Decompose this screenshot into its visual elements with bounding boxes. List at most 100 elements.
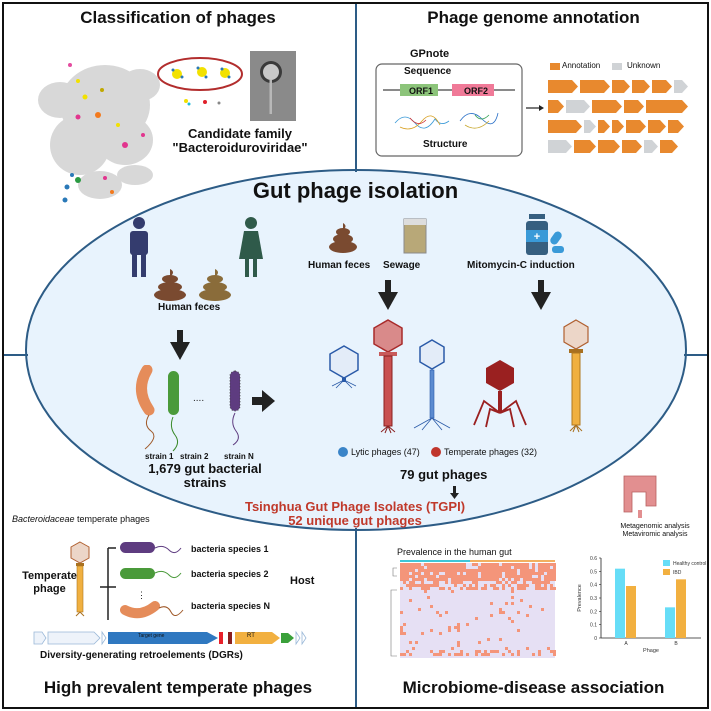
heatmap-cell bbox=[454, 653, 457, 656]
heatmap-cell bbox=[409, 566, 412, 569]
heatmap-cell bbox=[526, 572, 529, 575]
heatmap-cell bbox=[505, 563, 508, 566]
heatmap-cell bbox=[550, 569, 553, 572]
heatmap-cell bbox=[484, 584, 487, 587]
heatmap-cell bbox=[514, 563, 517, 566]
bacteroidaceae-subtitle: Bacteroidaceae temperate phages bbox=[12, 514, 150, 524]
legend-unknown-swatch bbox=[612, 63, 622, 70]
metaviromic-analysis-label: Metaviromic analysis bbox=[622, 531, 688, 538]
legend-unknown-label: Unknown bbox=[627, 61, 661, 70]
sewage-beaker-icon bbox=[403, 218, 427, 254]
sources-icons bbox=[329, 218, 427, 254]
donors-and-feces-icons bbox=[130, 217, 263, 301]
mitomycin-drug-icon: + bbox=[526, 214, 564, 255]
feces-icon-brown bbox=[154, 269, 186, 301]
title-classification: Classification of phages bbox=[80, 8, 276, 27]
bacterium-strain-n bbox=[229, 370, 241, 446]
heatmap-cell bbox=[487, 563, 490, 566]
feces-icon-olive bbox=[199, 269, 231, 301]
heatmap-cell bbox=[472, 578, 475, 581]
heatmap-cell bbox=[502, 578, 505, 581]
heatmap-cell bbox=[421, 578, 424, 581]
heatmap-cell bbox=[544, 575, 547, 578]
heatmap-cell bbox=[430, 629, 433, 632]
heatmap-cell bbox=[460, 563, 463, 566]
heatmap-cell bbox=[499, 575, 502, 578]
heatmap-cell bbox=[529, 569, 532, 572]
heatmap-cell bbox=[502, 584, 505, 587]
svg-text:....: .... bbox=[193, 393, 204, 404]
heatmap-cell bbox=[508, 566, 511, 569]
heatmap-cell bbox=[475, 587, 478, 590]
y-tick-label: 0 bbox=[594, 636, 597, 642]
heatmap-cell bbox=[460, 581, 463, 584]
heatmap-cell bbox=[400, 632, 403, 635]
heatmap-cell bbox=[490, 569, 493, 572]
heatmap-cell bbox=[418, 572, 421, 575]
candidate-line-1: Candidate family bbox=[187, 126, 293, 141]
heatmap-cell bbox=[535, 587, 538, 590]
heatmap-cell bbox=[457, 653, 460, 656]
heatmap-cell bbox=[421, 632, 424, 635]
heatmap-cell bbox=[487, 638, 490, 641]
heatmap-cell bbox=[412, 581, 415, 584]
heatmap-cell bbox=[412, 572, 415, 575]
heatmap-cell bbox=[499, 572, 502, 575]
heatmap-cell bbox=[520, 584, 523, 587]
heatmap-cell bbox=[466, 575, 469, 578]
heatmap-cell bbox=[505, 569, 508, 572]
orf-arrow bbox=[598, 120, 610, 133]
arrow-down-small bbox=[450, 486, 459, 499]
heatmap-cell bbox=[457, 566, 460, 569]
heatmap-cell bbox=[400, 629, 403, 632]
heatmap-cell bbox=[466, 623, 469, 626]
y-tick-label: 0.1 bbox=[590, 623, 597, 629]
heatmap-cell bbox=[511, 563, 514, 566]
heatmap-cell bbox=[505, 647, 508, 650]
legend-swatch bbox=[663, 560, 670, 566]
heatmap-cell bbox=[511, 575, 514, 578]
heatmap-cell bbox=[493, 572, 496, 575]
heatmap-cell bbox=[409, 563, 412, 566]
heatmap-cell bbox=[499, 638, 502, 641]
intestine-icon bbox=[623, 475, 657, 518]
heatmap-cell bbox=[436, 584, 439, 587]
heatmap-cell bbox=[451, 590, 454, 593]
heatmap-cell bbox=[433, 575, 436, 578]
heatmap-cell bbox=[538, 653, 541, 656]
heatmap-cell bbox=[409, 575, 412, 578]
orf-arrow bbox=[580, 80, 610, 93]
heatmap-cell bbox=[553, 653, 556, 656]
heatmap-cell bbox=[487, 578, 490, 581]
orf-arrow bbox=[622, 140, 642, 153]
heatmap-cell bbox=[502, 611, 505, 614]
species-1-label: bacteria species 1 bbox=[191, 544, 269, 554]
protein-structure-icons bbox=[394, 112, 499, 130]
heatmap-cell bbox=[481, 587, 484, 590]
temperate-phage-label-2: phage bbox=[33, 583, 66, 595]
heatmap-cell bbox=[475, 575, 478, 578]
heatmap-cell bbox=[451, 563, 454, 566]
heatmap-cell bbox=[418, 578, 421, 581]
orf-arrow bbox=[548, 140, 572, 153]
orf-arrow bbox=[612, 80, 630, 93]
heatmap-cell bbox=[526, 563, 529, 566]
heatmap-cell bbox=[514, 566, 517, 569]
dgr-gene-map bbox=[33, 630, 307, 646]
heatmap-cell bbox=[430, 575, 433, 578]
heatmap-cell bbox=[445, 569, 448, 572]
heatmap-cell bbox=[511, 620, 514, 623]
heatmap-cell bbox=[442, 566, 445, 569]
strains-count-line-2: strains bbox=[183, 475, 227, 490]
heatmap-cell bbox=[475, 578, 478, 581]
heatmap-cell bbox=[433, 584, 436, 587]
heatmap-cell bbox=[472, 569, 475, 572]
heatmap-cell bbox=[457, 623, 460, 626]
heatmap-cell bbox=[421, 569, 424, 572]
heatmap-cell bbox=[547, 572, 550, 575]
heatmap-cell bbox=[430, 563, 433, 566]
heatmap-cell bbox=[511, 587, 514, 590]
heatmap-cell bbox=[484, 578, 487, 581]
orf1-box bbox=[400, 84, 438, 96]
heatmap-cell bbox=[454, 566, 457, 569]
